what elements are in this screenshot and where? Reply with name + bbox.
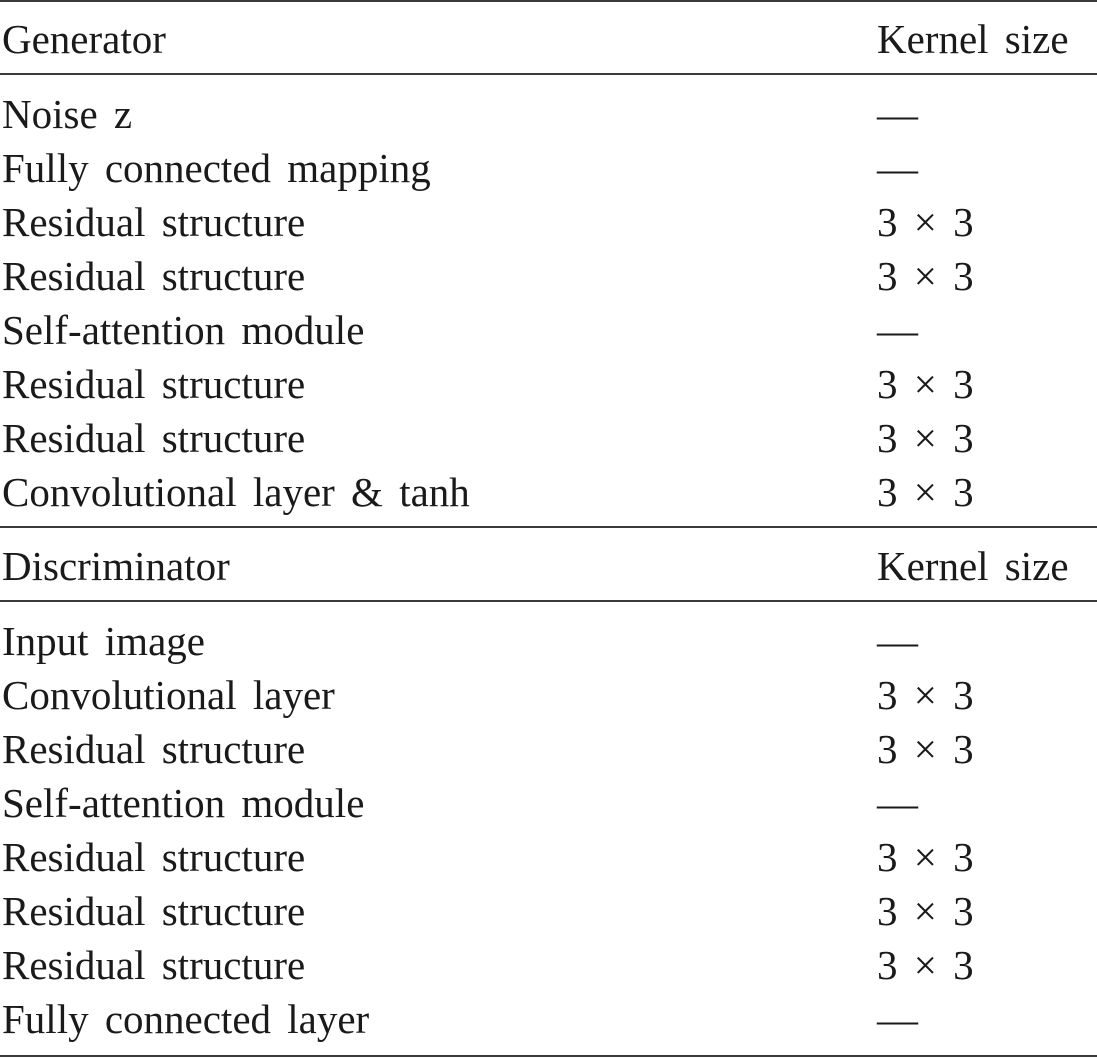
discriminator-header-rule — [0, 600, 1097, 602]
table-row: Self-attention module — — [0, 776, 1097, 830]
table-row: Residual structure 3 × 3 — [0, 195, 1097, 249]
kernel-size: 3 × 3 — [877, 834, 974, 880]
kernel-size: 3 × 3 — [877, 199, 974, 245]
kernel-size: 3 × 3 — [877, 361, 974, 407]
layer-name: Residual structure — [2, 253, 306, 299]
kernel-size: — — [877, 618, 918, 664]
layer-name: Noise z — [2, 91, 133, 137]
table-top-rule — [0, 0, 1097, 2]
table-row: Fully connected layer — — [0, 992, 1097, 1046]
table-row: Convolutional layer 3 × 3 — [0, 668, 1097, 722]
discriminator-header-label: Discriminator — [2, 543, 230, 589]
layer-name: Fully connected layer — [2, 996, 370, 1042]
kernel-size: — — [877, 780, 918, 826]
kernel-size: 3 × 3 — [877, 469, 974, 515]
table-row: Convolutional layer & tanh 3 × 3 — [0, 465, 1097, 519]
discriminator-header-row: Discriminator Kernel size — [0, 539, 1097, 593]
kernel-size: 3 × 3 — [877, 672, 974, 718]
layer-name: Self-attention module — [2, 780, 365, 826]
kernel-size: 3 × 3 — [877, 415, 974, 461]
generator-header-row: Generator Kernel size — [0, 12, 1097, 66]
generator-header-rule — [0, 73, 1097, 75]
layer-name: Residual structure — [2, 415, 306, 461]
table-row: Residual structure 3 × 3 — [0, 411, 1097, 465]
layer-name: Residual structure — [2, 888, 306, 934]
kernel-size: — — [877, 145, 918, 191]
layer-name: Self-attention module — [2, 307, 365, 353]
layer-name: Residual structure — [2, 361, 306, 407]
generator-kernel-header: Kernel size — [877, 16, 1069, 62]
layer-name: Input image — [2, 618, 205, 664]
layer-name: Convolutional layer & tanh — [2, 469, 470, 515]
table-bottom-rule — [0, 1055, 1097, 1057]
kernel-size: — — [877, 996, 918, 1042]
table-row: Input image — — [0, 614, 1097, 668]
kernel-size: 3 × 3 — [877, 942, 974, 988]
table-row: Residual structure 3 × 3 — [0, 249, 1097, 303]
layer-name: Residual structure — [2, 834, 306, 880]
layer-name: Convolutional layer — [2, 672, 335, 718]
table-row: Residual structure 3 × 3 — [0, 938, 1097, 992]
table-row: Noise z — — [0, 87, 1097, 141]
kernel-size: 3 × 3 — [877, 888, 974, 934]
layer-name: Residual structure — [2, 942, 306, 988]
table-row: Residual structure 3 × 3 — [0, 722, 1097, 776]
kernel-size: — — [877, 91, 918, 137]
layer-name: Residual structure — [2, 726, 306, 772]
kernel-size: 3 × 3 — [877, 726, 974, 772]
layer-name: Residual structure — [2, 199, 306, 245]
table-row: Residual structure 3 × 3 — [0, 884, 1097, 938]
generator-header-label: Generator — [2, 16, 166, 62]
kernel-size: 3 × 3 — [877, 253, 974, 299]
kernel-size: — — [877, 307, 918, 353]
table-row: Fully connected mapping — — [0, 141, 1097, 195]
section-divider-rule — [0, 526, 1097, 528]
table-row: Self-attention module — — [0, 303, 1097, 357]
layer-name: Fully connected mapping — [2, 145, 431, 191]
table-row: Residual structure 3 × 3 — [0, 830, 1097, 884]
discriminator-kernel-header: Kernel size — [877, 543, 1069, 589]
table-row: Residual structure 3 × 3 — [0, 357, 1097, 411]
